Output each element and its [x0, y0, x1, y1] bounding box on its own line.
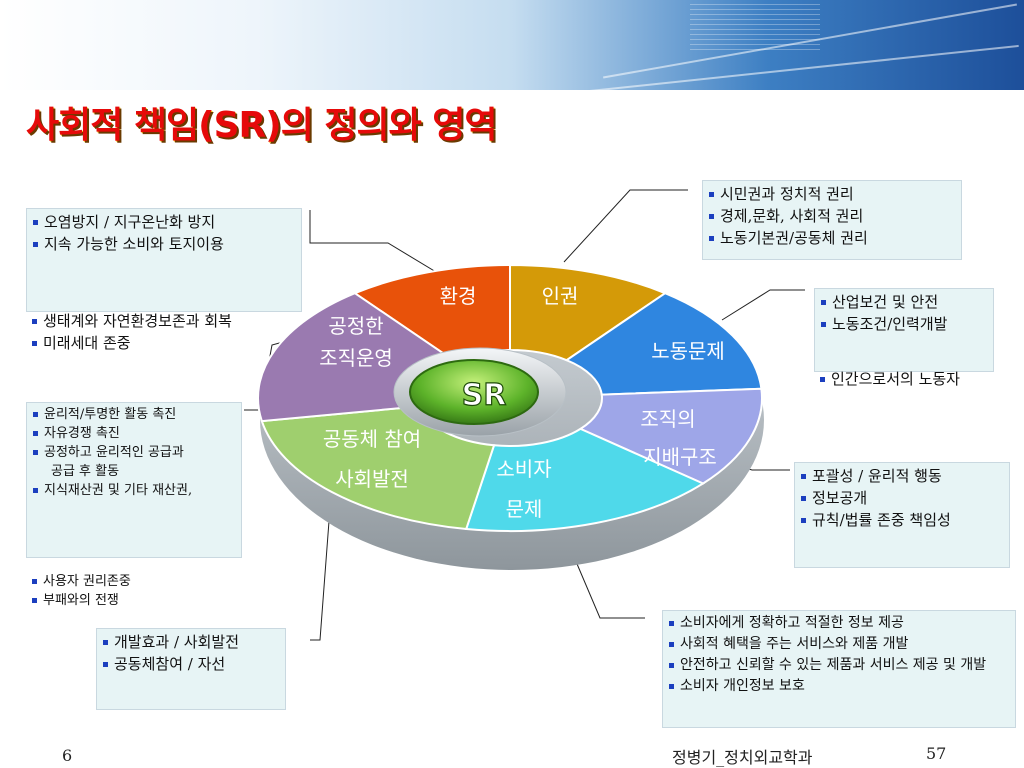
bullet-icon [669, 663, 674, 668]
segment-label-gov-2: 지배구조 [643, 445, 717, 469]
list-item: 오염방지 / 지구온난화 방지 [33, 211, 297, 233]
bullet-icon [33, 450, 38, 455]
segment-human-rights [509, 263, 668, 362]
list-item: 미래세대 존중 [32, 332, 282, 354]
page-number-right: 57 [926, 744, 947, 763]
segment-label-fair-1: 공정한 [328, 314, 383, 338]
segment-community [260, 405, 496, 531]
list-item: 정보공개 [801, 487, 1005, 509]
bullet-icon [709, 192, 714, 197]
bullet-icon [821, 322, 826, 327]
segment-consumer [464, 427, 706, 532]
list-item: 공정하고 윤리적인 공급과 [33, 443, 237, 462]
segment-label-community-2: 사회발전 [335, 467, 409, 491]
bullet-icon [820, 377, 825, 382]
box-community: 개발효과 / 사회발전 공동체참여 / 자선 [96, 628, 286, 710]
list-item: 생태계와 자연환경보존과 회복 [32, 310, 282, 332]
list-item-indent: 공급 후 활동 [51, 464, 120, 479]
bullet-icon [103, 640, 108, 645]
box-fair-operating: 윤리적/투명한 활동 촉진 자유경쟁 촉진 공정하고 윤리적인 공급과 공급 후… [26, 402, 242, 558]
bullet-icon [103, 662, 108, 667]
list-item: 안전하고 신뢰할 수 있는 제품과 서비스 제공 및 개발 [669, 655, 1011, 676]
box-governance: 포괄성 / 윤리적 행동 정보공개 규칙/법률 존중 책임성 [794, 462, 1010, 568]
segment-label-gov-1: 조직의 [640, 407, 695, 431]
segment-label-community-1: 공동체 참여 [323, 427, 421, 451]
bullet-icon [33, 488, 38, 493]
bullet-icon [32, 319, 37, 324]
box-labor: 산업보건 및 안전 노동조건/인력개발 [814, 288, 994, 372]
box-human-rights: 시민권과 정치적 권리 경제,문화, 사회적 권리 노동기본권/공동체 권리 [702, 180, 962, 260]
bullet-icon [669, 642, 674, 647]
list-item: 노동기본권/공동체 권리 [709, 227, 957, 249]
sr-hub-label: SR [462, 378, 507, 413]
list-item: 소비자 개인정보 보호 [669, 676, 1011, 697]
list-item: 포괄성 / 윤리적 행동 [801, 465, 1005, 487]
list-item: 경제,문화, 사회적 권리 [709, 205, 957, 227]
segment-labor [564, 292, 763, 396]
bullet-icon [33, 431, 38, 436]
list-item: 지속 가능한 소비와 토지이용 [33, 233, 297, 255]
list-item: 시민권과 정치적 권리 [709, 183, 957, 205]
sr-hub [409, 359, 539, 425]
bullet-icon [801, 518, 806, 523]
bullet-icon [32, 341, 37, 346]
environment-extra-list: 생태계와 자연환경보존과 회복 미래세대 존중 [32, 310, 282, 354]
bullet-icon [33, 242, 38, 247]
segment-label-human-rights: 인권 [542, 284, 579, 308]
footer-author: 정병기_정치외교학과 [672, 748, 813, 767]
banner-pattern [690, 4, 820, 54]
bullet-icon [669, 684, 674, 689]
segment-label-fair-2: 조직운영 [319, 346, 393, 370]
segment-label-labor: 노동문제 [651, 339, 725, 363]
page-number-left: 6 [62, 746, 73, 765]
list-item: 산업보건 및 안전 [821, 291, 989, 313]
list-item: 공동체참여 / 자선 [103, 653, 281, 675]
bullet-icon [33, 220, 38, 225]
list-item: 사용자 권리존중 [32, 572, 242, 591]
bullet-icon [669, 621, 674, 626]
box-consumer: 소비자에게 정확하고 적절한 정보 제공 사회적 혜택을 주는 서비스와 제품 … [662, 610, 1016, 728]
segment-label-consumer-1: 소비자 [496, 457, 551, 481]
bullet-icon [32, 598, 37, 603]
slide-title: 사회적 책임(SR)의 정의와 영역 [26, 105, 497, 146]
list-item: 인간으로서의 노동자 [820, 368, 995, 390]
segment-label-consumer-2: 문제 [506, 497, 543, 521]
list-item: 노동조건/인력개발 [821, 313, 989, 335]
bullet-icon [801, 496, 806, 501]
segment-governance [578, 387, 763, 485]
bullet-icon [821, 300, 826, 305]
box-environment: 오염방지 / 지구온난화 방지 지속 가능한 소비와 토지이용 [26, 208, 302, 312]
header-banner [0, 0, 1024, 98]
list-item: 부패와의 전쟁 [32, 591, 242, 610]
labor-extra-list: 인간으로서의 노동자 [820, 368, 995, 390]
bullet-icon [801, 474, 806, 479]
list-item: 윤리적/투명한 활동 촉진 [33, 405, 237, 424]
bullet-icon [33, 412, 38, 417]
segment-label-env: 환경 [440, 284, 477, 308]
bullet-icon [709, 236, 714, 241]
bullet-icon [709, 214, 714, 219]
list-item: 소비자에게 정확하고 적절한 정보 제공 [669, 613, 1011, 634]
bullet-icon [32, 579, 37, 584]
list-item: 사회적 혜택을 주는 서비스와 제품 개발 [669, 634, 1011, 655]
list-item: 규칙/법률 존중 책임성 [801, 509, 1005, 531]
list-item: 개발효과 / 사회발전 [103, 631, 281, 653]
fair-extra-list: 사용자 권리존중 부패와의 전쟁 [32, 572, 242, 610]
list-item: 지식재산권 및 기타 재산권, [33, 481, 237, 500]
list-item: 자유경쟁 촉진 [33, 424, 237, 443]
